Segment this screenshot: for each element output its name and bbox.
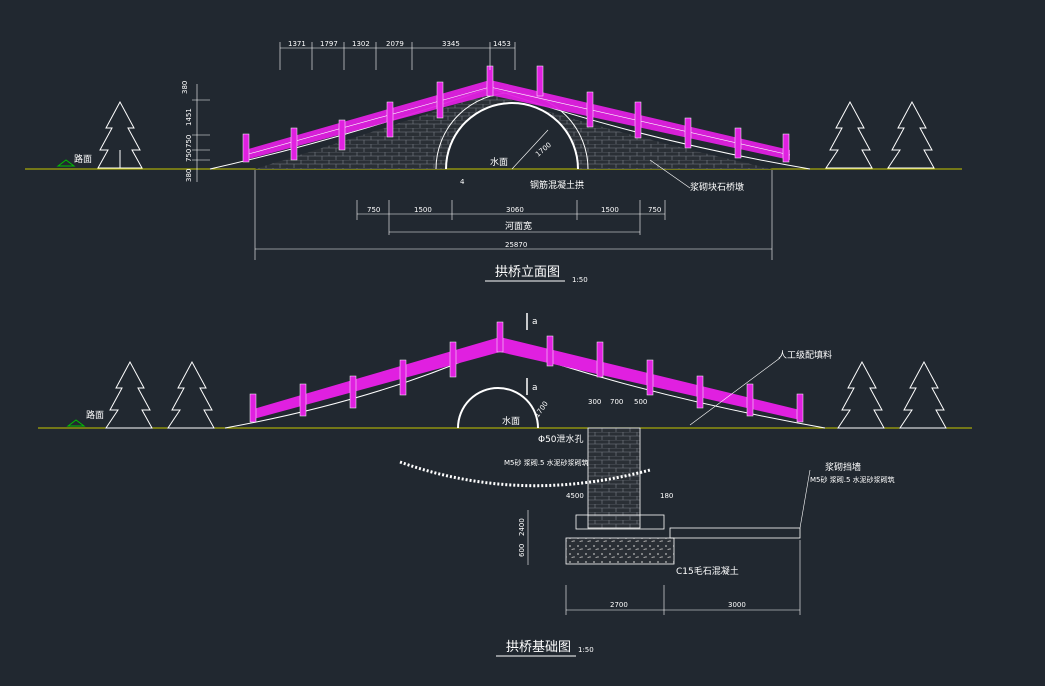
elevation-scale: 1:50: [572, 276, 588, 284]
road-label: 路面: [74, 153, 92, 165]
top-dim-4: 2079: [386, 40, 404, 48]
elevation-title: 拱桥立面图: [495, 265, 560, 280]
foundation-dim-2: 3000: [728, 601, 746, 609]
dim-500: 500: [634, 398, 647, 406]
dim-h1: 2400: [518, 518, 526, 536]
dim-side: 180: [660, 492, 673, 500]
bottom-dim-2: 1500: [414, 206, 432, 214]
arch-label: 钢筋混凝土拱: [530, 179, 584, 191]
dim-top: 4500: [566, 492, 584, 500]
tree-icon: [105, 360, 947, 429]
footing-upper: [575, 514, 665, 530]
left-dim-1: 380: [181, 81, 189, 94]
dim-700: 700: [610, 398, 623, 406]
pier-label: 浆砌块石桥墩: [690, 181, 744, 193]
tree-icon: [825, 100, 935, 169]
water-label: 水面: [490, 156, 508, 168]
mortar-label: M5砂 浆砌.5 水泥砂浆砌筑: [504, 458, 589, 467]
left-dim-4: 750: [185, 149, 193, 162]
bottom-dim-5: 750: [648, 206, 661, 214]
foundation-title: 拱桥基础图: [506, 640, 571, 655]
top-dim-6: 1453: [493, 40, 511, 48]
river-label: 河面宽: [505, 220, 532, 232]
road-label-2: 路面: [86, 409, 104, 421]
section-mark-bottom: a: [532, 383, 538, 393]
bottom-dim-4: 1500: [601, 206, 619, 214]
left-dim-5: 380: [185, 169, 193, 182]
foundation-scale: 1:50: [578, 646, 594, 654]
top-dim-2: 1797: [320, 40, 338, 48]
level-marker-icon: [56, 159, 76, 167]
elevation-view: 路面 水面 1700 钢筋混凝土拱 浆砌块石桥墩 4 1371 1797 130…: [25, 40, 962, 284]
drain-label: Φ50泄水孔: [538, 433, 584, 445]
arch-curve-2: [457, 387, 539, 429]
railing-posts: [242, 65, 790, 163]
dim-300: 300: [588, 398, 601, 406]
left-dim-2: 1451: [185, 108, 193, 126]
bottom-dim-1: 750: [367, 206, 380, 214]
railing-posts-2: [249, 321, 804, 423]
top-dim-3: 1302: [352, 40, 370, 48]
base-label: 4: [460, 178, 465, 186]
wall-mortar-label: M5砂 浆砌.5 水泥砂浆砌筑: [810, 475, 895, 484]
railing: [245, 80, 790, 160]
fill-label: 人工级配填料: [778, 349, 832, 361]
wall-label: 浆砌挡墙: [825, 461, 861, 473]
level-marker-icon: [66, 419, 86, 427]
total-width: 25870: [505, 241, 527, 249]
foundation-view: 路面 水面 1700 a a 人工级配填料 Φ50泄水孔 M5砂 浆砌.5 水泥…: [38, 313, 972, 657]
footing-base: [565, 537, 675, 565]
top-dim-5: 3345: [442, 40, 460, 48]
slab: [669, 527, 801, 539]
radius-label-2: 1700: [533, 400, 550, 419]
tree-icon: [97, 100, 143, 169]
radius-label: 1700: [534, 141, 553, 159]
bottom-dim-3: 3060: [506, 206, 524, 214]
water-label-2: 水面: [502, 415, 520, 427]
top-dim-1: 1371: [288, 40, 306, 48]
dim-h2: 600: [518, 544, 526, 557]
brick-pier: [255, 93, 772, 169]
concrete-label: C15毛石混凝土: [676, 565, 739, 577]
section-mark-top: a: [532, 317, 538, 327]
railing-2: [250, 337, 800, 420]
left-dim-3: 750: [185, 135, 193, 148]
foundation-dim-1: 2700: [610, 601, 628, 609]
curved-fill: [399, 460, 651, 488]
arch-curve: [445, 102, 579, 170]
